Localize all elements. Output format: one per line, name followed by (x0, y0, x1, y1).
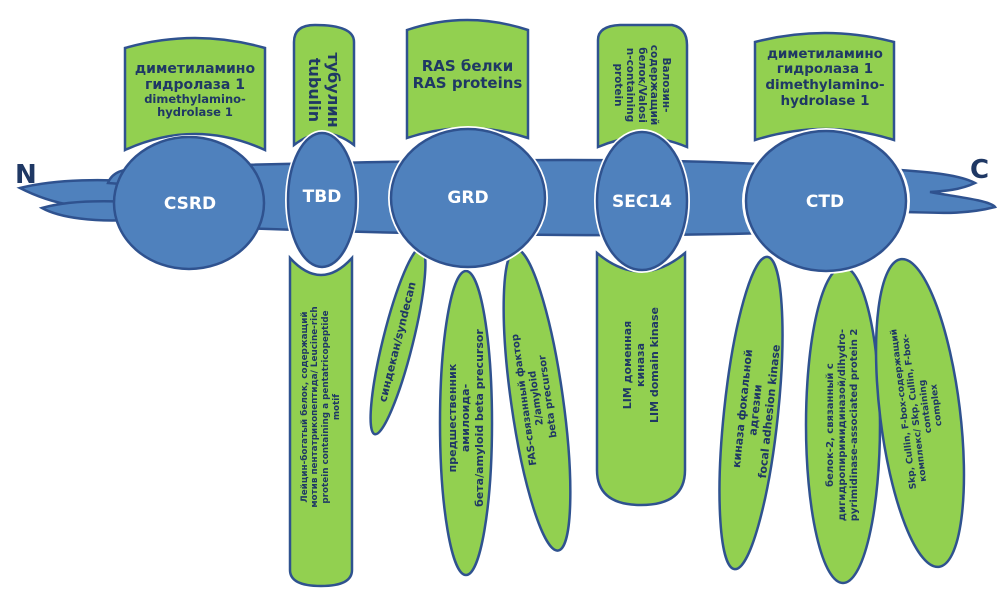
bottom-partner-shape-tbd (288, 254, 354, 588)
top-partner-shape-csrd (123, 36, 267, 152)
domain-label-tbd: TBD (302, 187, 342, 207)
top-partner-shapes (123, 18, 896, 152)
bottom-partner-amyloid-precursor: предшественник амилоида- бета/amyloid be… (446, 329, 486, 507)
top-partner-sec14: Валозин- содержащий белок/Valosi n-conta… (611, 44, 673, 126)
top-partner-shape-ctd (753, 31, 896, 142)
bottom-partner-leucine-rich: Лейцин-богатый белок, содержащий мотив п… (299, 306, 342, 508)
domain-ellipse-sec14 (595, 130, 689, 272)
bottom-partner-lim-kinase: LIM доменная киназа LIM domain kinase (621, 307, 661, 423)
domain-ellipse-tbd (286, 131, 358, 269)
bottom-partner-shapes (288, 246, 966, 588)
top-partner-grd: RAS белки RAS proteins (412, 56, 523, 92)
top-partner-ctd: диметиламино гидролаза 1 dimethylamino- … (765, 45, 885, 109)
bottom-partner-shape-amyloid-precursor (438, 269, 494, 577)
n-terminus-label: N (15, 160, 37, 190)
domain-ellipse-ctd (744, 129, 908, 273)
domain-label-sec14: SEC14 (612, 192, 672, 212)
top-partner-csrd: диметиламино гидролаза 1 dimethylamino- … (134, 60, 256, 120)
top-partner-tbd: тубулин tubulin (305, 52, 344, 128)
bottom-partner-shape-focal-adhesion (718, 255, 784, 571)
bottom-partner-dihydropyrimidinase: белок-2, связанный с дигидропиримидиназо… (825, 328, 860, 522)
domain-ellipse-grd (389, 127, 547, 269)
c-terminal-tail (898, 168, 998, 215)
domain-ellipse-csrd (112, 135, 266, 271)
top-partner-shape-grd (405, 18, 530, 140)
domain-ellipses (112, 127, 908, 273)
c-terminus-label: C (970, 155, 990, 185)
bottom-partner-shape-skp-complex (874, 257, 966, 569)
domain-label-csrd: CSRD (163, 194, 217, 214)
domain-label-grd: GRD (447, 188, 489, 208)
domain-label-ctd: CTD (805, 192, 845, 212)
